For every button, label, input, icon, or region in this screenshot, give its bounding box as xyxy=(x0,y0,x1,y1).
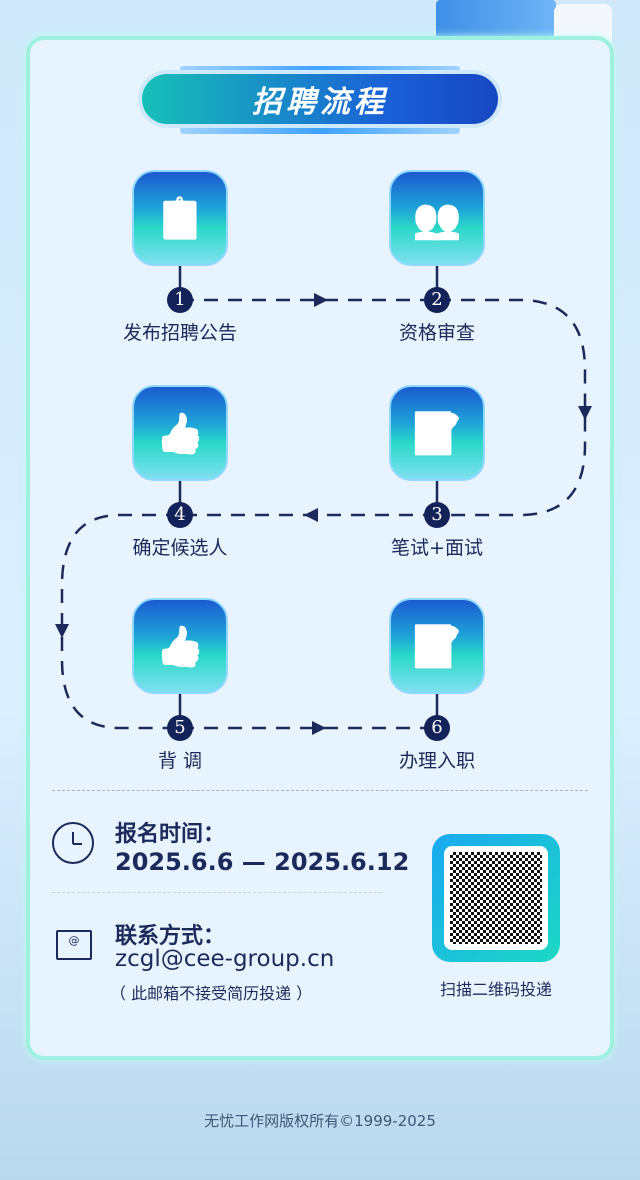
step-1-icon-box: 📋 xyxy=(132,170,228,266)
step-1-number: 1 xyxy=(167,287,193,313)
step-4-label: 确定候选人 xyxy=(132,537,228,559)
arrow-right-icon xyxy=(312,721,326,735)
qr-frame xyxy=(432,834,560,962)
contact-email[interactable]: zcgl@cee-group.cn xyxy=(115,946,335,972)
step-3-label: 笔试+面试 xyxy=(391,537,483,559)
step-3-number: 3 xyxy=(424,502,450,528)
signup-dates: 2025.6.6 — 2025.6.12 xyxy=(115,848,410,876)
contact-note: （ 此邮箱不接受简历投递 ） xyxy=(110,984,313,1003)
group-icon: 👥 xyxy=(412,195,462,242)
signup-label: 报名时间： xyxy=(115,822,226,847)
path-4-5 xyxy=(60,513,180,730)
email-icon: @ xyxy=(56,930,92,960)
step-2-number: 2 xyxy=(424,287,450,313)
page-title: 招聘流程 xyxy=(142,74,498,124)
document-check-icon: 📋 xyxy=(155,195,205,242)
qr-caption: 扫描二维码投递 xyxy=(439,980,552,999)
arrow-down-icon xyxy=(578,406,592,420)
divider xyxy=(52,892,382,893)
arrow-left-icon xyxy=(304,508,318,522)
step-2-label: 资格审查 xyxy=(398,322,475,344)
step-6-number: 6 xyxy=(424,715,450,741)
banner-bar-top xyxy=(180,66,460,74)
divider xyxy=(52,790,588,791)
arrow-down-icon xyxy=(55,624,69,638)
banner-bar-bottom xyxy=(180,126,460,134)
step-3-icon-box: 📝 xyxy=(389,385,485,481)
step-5-label: 背 调 xyxy=(157,750,203,772)
document-thumbs-up-icon: 👍 xyxy=(155,623,205,670)
document-pen-icon: 📝 xyxy=(412,410,462,457)
truck-illustration xyxy=(436,0,616,70)
document-thumbs-up-icon: 👍 xyxy=(155,410,205,457)
step-6-icon-box: 📝 xyxy=(389,598,485,694)
contact-label: 联系方式： xyxy=(115,924,226,949)
qr-code[interactable] xyxy=(450,852,542,944)
footer-copyright: 无忧工作网版权所有©1999-2025 xyxy=(204,1112,436,1130)
arrow-right-icon xyxy=(314,293,328,307)
document-pen-icon: 📝 xyxy=(412,623,462,670)
step-5-icon-box: 👍 xyxy=(132,598,228,694)
clock-icon xyxy=(52,822,94,864)
step-4-number: 4 xyxy=(167,502,193,528)
step-2-icon-box: 👥 xyxy=(389,170,485,266)
step-5-number: 5 xyxy=(167,715,193,741)
step-4-icon-box: 👍 xyxy=(132,385,228,481)
step-6-label: 办理入职 xyxy=(398,750,475,772)
step-1-label: 发布招聘公告 xyxy=(122,322,237,344)
